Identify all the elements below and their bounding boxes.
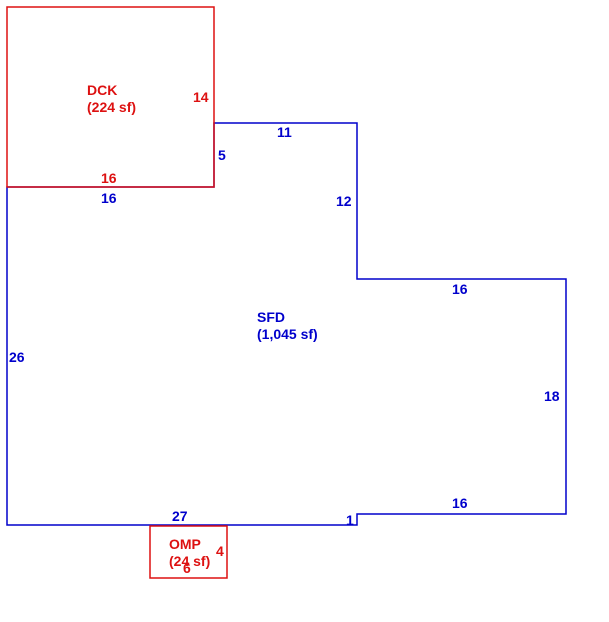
sfd-dim-step-top: 11 (277, 124, 292, 140)
deck-dim-right: 14 (193, 89, 209, 105)
porch-dim-bottom: 6 (183, 560, 191, 576)
sfd-dim-top-left: 16 (101, 190, 117, 206)
sfd-dim-bottom-right: 16 (452, 495, 468, 511)
sfd-dim-left: 26 (9, 349, 25, 365)
deck-outline (6, 6, 215, 188)
sfd-dim-notch-right: 12 (336, 193, 352, 209)
sfd-dim-right: 18 (544, 388, 560, 404)
porch-outline (149, 525, 228, 579)
sfd-dim-bottom-step: 1 (346, 512, 354, 528)
porch-dim-right: 4 (216, 543, 224, 559)
sfd-dim-bottom: 27 (172, 508, 188, 524)
porch-code-label: OMP (169, 536, 201, 552)
deck-area-label: (224 sf) (87, 99, 136, 115)
sfd-code-label: SFD (257, 309, 285, 325)
deck-code-label: DCK (87, 82, 117, 98)
porch-area-label: (24 sf) (169, 553, 210, 569)
sfd-dim-notch-top: 16 (452, 281, 468, 297)
sfd-outline (6, 122, 567, 526)
sfd-area-label: (1,045 sf) (257, 326, 318, 342)
sfd-dim-step-vertical: 5 (218, 147, 226, 163)
deck-dim-bottom: 16 (101, 170, 117, 186)
